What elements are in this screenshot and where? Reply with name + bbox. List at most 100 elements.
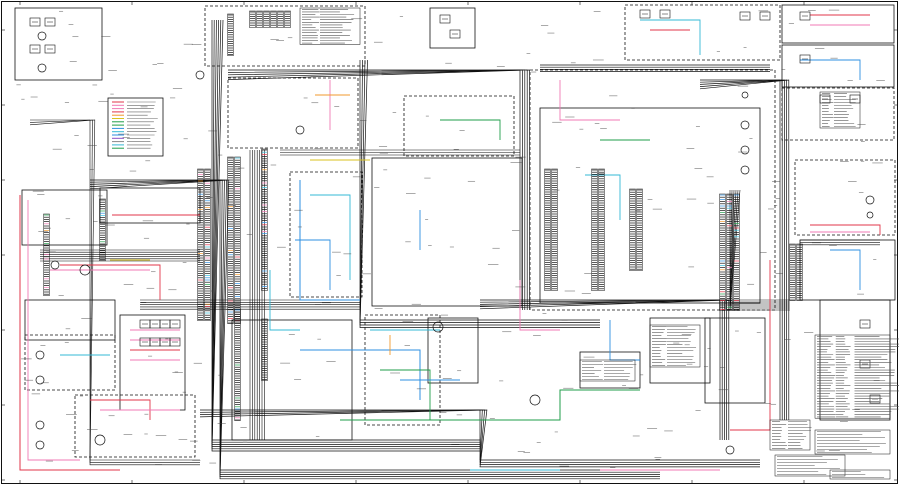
colored-wire <box>559 80 620 121</box>
connector-blocks <box>43 10 803 421</box>
relay-symbol <box>439 14 451 24</box>
harness-wire <box>89 179 660 480</box>
relay-symbol <box>859 319 871 329</box>
connector-housing <box>719 193 726 311</box>
harness-wire <box>200 409 760 461</box>
component-box <box>24 299 116 341</box>
motor-symbol <box>740 145 750 155</box>
component-box <box>794 159 896 236</box>
connector-housing <box>544 168 551 291</box>
connector-housing <box>284 10 291 28</box>
component-box <box>14 7 103 81</box>
motor-symbol <box>50 260 60 270</box>
component-box <box>204 5 366 67</box>
component-box <box>781 87 895 141</box>
connector-housing <box>789 243 796 301</box>
connector-housing <box>733 193 740 311</box>
motor-symbol <box>195 70 205 80</box>
component-box <box>781 44 895 88</box>
colored-wire <box>310 194 351 280</box>
connector-housing <box>270 10 277 28</box>
harness-wire <box>227 69 528 310</box>
component-box <box>107 97 164 157</box>
component-box <box>429 7 476 49</box>
connector-housing <box>204 168 211 321</box>
harness-wire <box>359 59 600 328</box>
relay-symbol <box>799 11 811 21</box>
connector-housing <box>227 156 234 324</box>
motor-symbol <box>94 434 106 446</box>
harness-wire <box>228 69 521 310</box>
reference-table <box>829 469 891 480</box>
colored-wire <box>800 59 861 80</box>
motor-symbol <box>35 440 45 450</box>
connector-housing <box>636 188 643 271</box>
relay-symbol <box>739 11 751 21</box>
connector-housing <box>256 10 263 28</box>
component-box <box>74 394 196 458</box>
component-symbols <box>29 9 881 455</box>
connector-housing <box>277 10 284 28</box>
connector-housing <box>197 168 204 321</box>
connector-housing <box>591 168 598 291</box>
harness-wire <box>700 79 781 420</box>
colored-wire <box>440 119 501 140</box>
harness-wire <box>359 59 600 326</box>
connector-housing <box>261 148 268 291</box>
connector-housing <box>629 188 636 271</box>
component-box <box>227 77 359 149</box>
colored-wire <box>19 195 120 471</box>
component-boxes <box>14 4 896 458</box>
motor-symbol <box>37 31 47 41</box>
reference-table <box>814 334 891 419</box>
harness-wire <box>29 119 200 463</box>
motor-symbol <box>741 91 749 99</box>
colored-wire <box>295 239 331 290</box>
motor-symbol <box>79 264 91 276</box>
colored-wire <box>27 200 80 461</box>
connector-housing <box>263 10 270 28</box>
colored-wires <box>19 14 881 471</box>
connector-housing <box>99 198 106 261</box>
reference-table <box>579 359 636 382</box>
colored-wire <box>519 280 560 331</box>
harness-wire <box>89 179 660 477</box>
component-box <box>119 314 186 411</box>
reference-table <box>299 7 361 45</box>
motor-symbol <box>740 120 750 130</box>
colored-wire <box>60 264 161 300</box>
connector-housing <box>261 318 268 381</box>
relay-symbol <box>169 319 181 329</box>
harness-wire <box>227 69 523 310</box>
harness-wire <box>227 69 526 310</box>
component-box <box>704 317 766 404</box>
colored-wire <box>90 399 151 420</box>
harness-wire <box>29 119 200 466</box>
reference-table <box>649 324 701 368</box>
relay-symbol <box>759 11 771 21</box>
harness-wire <box>480 299 721 440</box>
component-box <box>24 334 116 391</box>
harness-wire <box>699 79 787 420</box>
harness-wire <box>199 409 760 463</box>
connector-housing <box>598 168 605 291</box>
relay-symbol <box>169 337 181 347</box>
component-box <box>364 314 441 426</box>
connector-housing <box>796 243 803 301</box>
component-box <box>21 189 108 246</box>
motor-symbol <box>865 195 875 205</box>
component-box <box>99 187 201 224</box>
harness-wire <box>359 59 600 323</box>
harness-wire <box>227 69 530 310</box>
relay-symbol <box>449 29 461 39</box>
reference-table <box>769 419 811 451</box>
motor-symbol <box>295 125 305 135</box>
harness-wire <box>211 19 480 452</box>
harness-wire <box>90 179 660 471</box>
reference-table <box>819 91 861 129</box>
relay-symbol <box>29 44 41 54</box>
motor-symbol <box>35 350 45 360</box>
harness-wire <box>699 79 790 420</box>
